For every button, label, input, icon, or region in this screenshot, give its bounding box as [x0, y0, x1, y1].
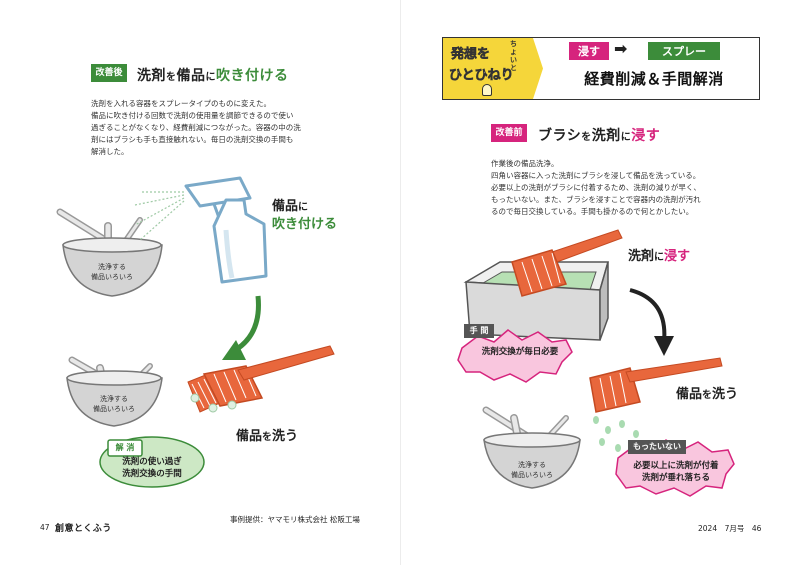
left-page-number: 47 [40, 523, 50, 532]
trouble-tag: 手 間 [469, 326, 489, 335]
trouble-callout [457, 324, 573, 383]
left-illustration [56, 176, 335, 488]
resolved-text: 洗剤の使い過ぎ 洗剤交換の手間 [122, 457, 182, 479]
right-arrow-icon: ➡ [614, 39, 628, 58]
bowl-bottom-caption: 洗浄する 備品いろいろ [93, 395, 135, 413]
spread-gutter [400, 0, 401, 565]
brush-dripping [589, 357, 723, 452]
brush-in-container [511, 229, 623, 297]
series-logo-small: ちょいと [510, 40, 517, 72]
process-arrow-black [629, 288, 674, 356]
magazine-logo: 創意とくふう [55, 524, 112, 534]
resolved-tag: 解 消 [115, 443, 135, 452]
tag-soak: 浸す [569, 42, 609, 60]
waste-tag: もったいない [633, 442, 681, 451]
process-arrow-green [222, 295, 261, 360]
bowl-right-caption: 洗浄する 備品いろいろ [511, 461, 553, 479]
waste-text: 必要以上に洗剤が付着 洗剤が垂れ落ちる [633, 461, 719, 483]
series-logo-panel [443, 38, 543, 99]
series-logo-l2: ひとひねり [449, 68, 514, 84]
left-body-text: 洗剤を入れる容器をスプレータイプのものに変えた。 備品に吹き付ける回数で洗剤の使… [91, 99, 301, 156]
after-improvement-badge: 改善後 [91, 64, 127, 82]
series-logo-l1: 発想を [451, 47, 491, 63]
bowl-right-illustration [482, 406, 581, 489]
label-soak-in-detergent: 洗剤に浸す [628, 249, 691, 264]
waste-callout [615, 439, 735, 497]
right-heading: ブラシを洗剤に浸す [538, 128, 661, 144]
label-wash-equipment-right: 備品を洗う [676, 387, 739, 402]
bowl-top-caption: 洗浄する 備品いろいろ [91, 263, 133, 281]
spray-mist [134, 191, 185, 241]
spray-bottle-illustration [184, 176, 268, 284]
bowl-bottom-illustration [66, 356, 163, 427]
case-credit: 事例提供：ヤマモリ株式会社 松阪工場 [230, 515, 360, 524]
banner-title: 経費削減＆手間解消 [584, 70, 724, 88]
left-heading: 洗剤を備品に吹き付ける [137, 68, 289, 84]
right-page-footer: 2024 7月号 46 [698, 524, 762, 533]
lightbulb-icon [482, 84, 492, 96]
tag-spray: スプレー [648, 42, 720, 60]
before-improvement-badge: 改善前 [491, 124, 527, 142]
brush-illustration-left [187, 345, 335, 413]
bowl-top-illustration [56, 208, 163, 297]
label-wash-equipment-left: 備品を洗う [236, 429, 299, 444]
label-spray-on-equipment: 備品に 吹き付ける [272, 199, 338, 232]
trouble-text: 洗剤交換が毎日必要 [481, 347, 559, 357]
right-body-text: 作業後の備品洗浄。 四角い容器に入った洗剤にブラシを浸して備品を洗っている。 必… [491, 159, 701, 216]
resolved-callout [99, 436, 205, 488]
